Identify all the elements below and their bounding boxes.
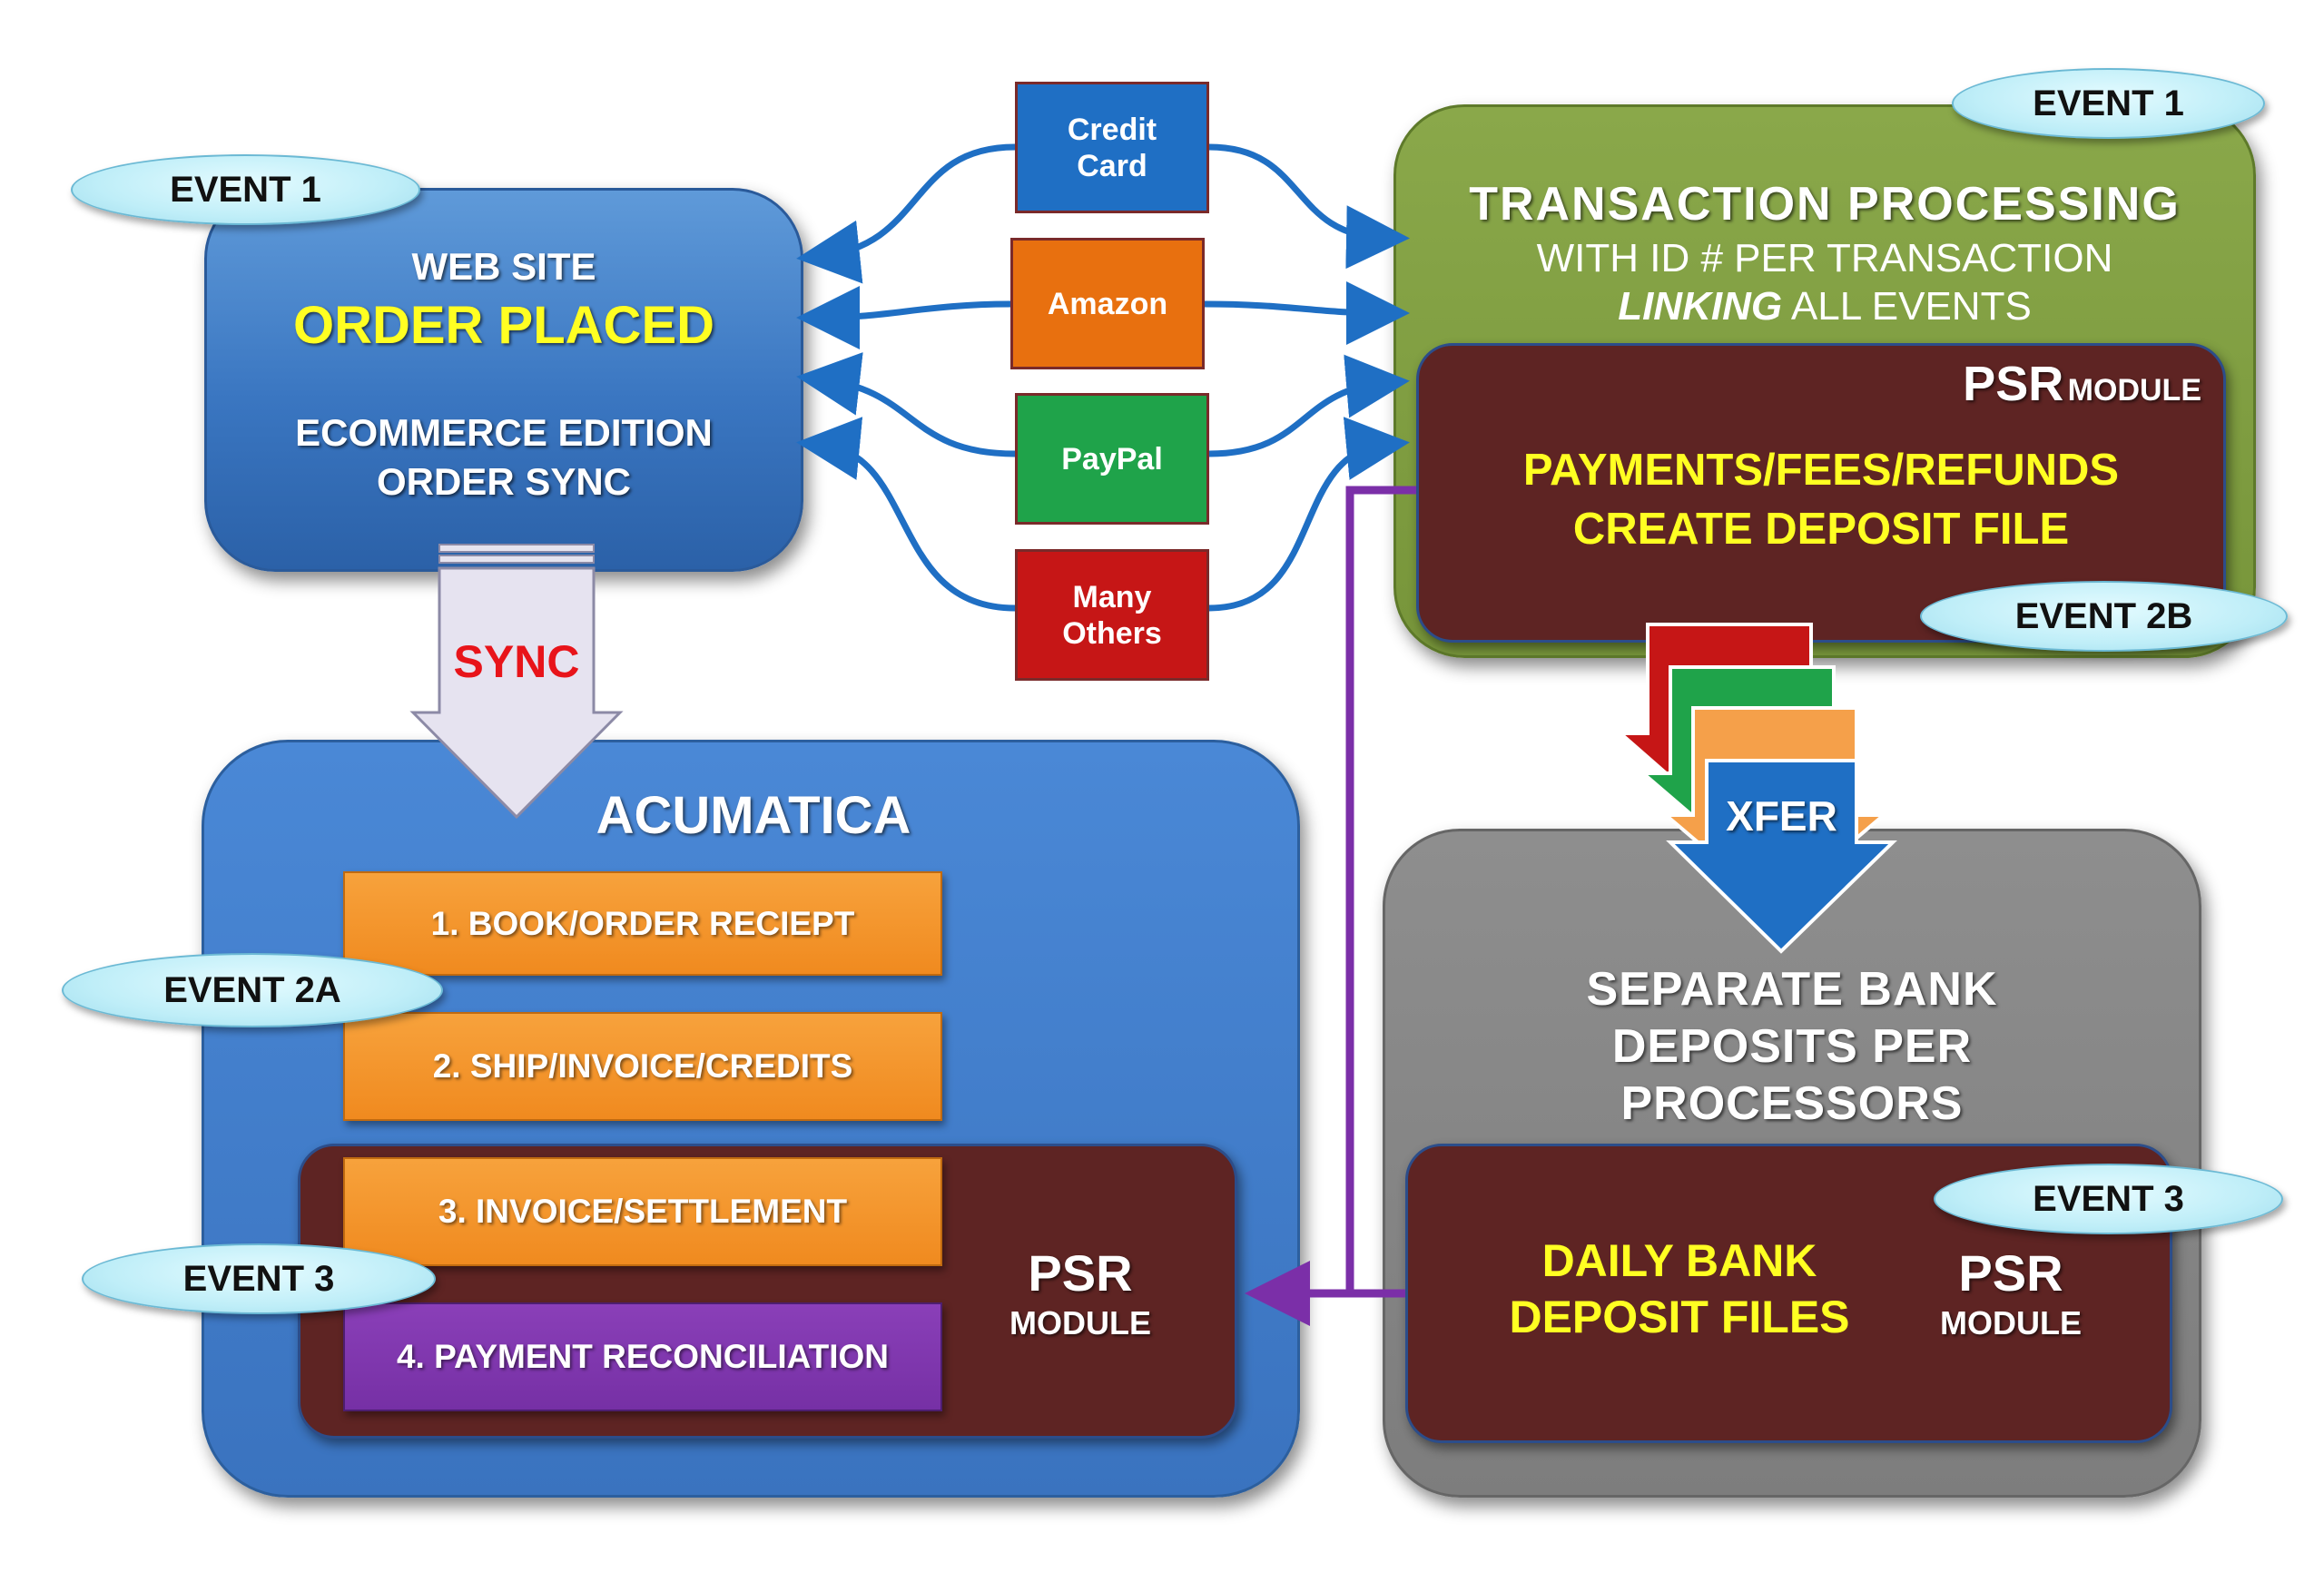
create-deposit-file-label: CREATE DEPOSIT FILE bbox=[1572, 505, 2070, 554]
acumatica-module-label: MODULE bbox=[1009, 1304, 1151, 1341]
amazon-label: Amazon bbox=[1047, 286, 1168, 321]
credit-card-label-1: Credit bbox=[1067, 112, 1157, 147]
transaction-subtitle-1: WITH ID # PER TRANSACTION bbox=[1536, 236, 2113, 280]
others-left-flow bbox=[796, 417, 1016, 612]
amazon-box: Amazon bbox=[1010, 238, 1205, 369]
web-site-label: WEB SITE bbox=[411, 245, 596, 288]
transaction-psr-heading: PSR MODULE bbox=[1902, 356, 2201, 412]
paypal-box: PayPal bbox=[1015, 393, 1209, 525]
event-3-acumatica: EVENT 3 bbox=[82, 1243, 436, 1314]
amazon-right-flow bbox=[1204, 280, 1410, 345]
acumatica-psr-label: PSR bbox=[1028, 1244, 1133, 1302]
step-ship-invoice-credits: 2. SHIP/INVOICE/CREDITS bbox=[343, 1012, 942, 1121]
step-payment-reconciliation: 4. PAYMENT RECONCILIATION bbox=[343, 1302, 942, 1411]
sync-label: SYNC bbox=[453, 636, 580, 687]
acumatica-title: ACUMATICA bbox=[596, 786, 911, 845]
event-1-web: EVENT 1 bbox=[71, 154, 420, 225]
deposit-files-label: DEPOSIT FILES bbox=[1509, 1292, 1850, 1342]
bank-module-label: MODULE bbox=[1940, 1304, 2082, 1341]
bank-title-1: SEPARATE BANK bbox=[1586, 963, 1998, 1016]
linking-emphasis: LINKING bbox=[1618, 284, 1783, 329]
many-others-label-2: Others bbox=[1062, 615, 1162, 651]
amazon-left-flow bbox=[796, 285, 1011, 349]
payments-fees-refunds-label: PAYMENTS/FEES/REFUNDS bbox=[1522, 446, 2120, 495]
transaction-subtitle-2: LINKING ALL EVENTS bbox=[1393, 284, 2256, 329]
xfer-arrow-stack bbox=[1615, 623, 1897, 954]
order-sync-label: ORDER SYNC bbox=[376, 460, 632, 503]
bank-title-2: DEPOSITS PER bbox=[1611, 1020, 1973, 1073]
paypal-left-flow bbox=[796, 352, 1016, 457]
credit-card-right-flow bbox=[1208, 143, 1410, 270]
credit-card-label-2: Card bbox=[1077, 148, 1147, 183]
xfer-label: XFER bbox=[1726, 792, 1837, 840]
step-invoice-settlement: 3. INVOICE/SETTLEMENT bbox=[343, 1157, 942, 1266]
paypal-right-flow bbox=[1208, 354, 1410, 457]
event-1-transaction: EVENT 1 bbox=[1952, 68, 2265, 139]
credit-card-left-flow bbox=[796, 143, 1016, 284]
step-book-order-receipt: 1. BOOK/ORDER RECIEPT bbox=[343, 871, 942, 976]
event-2b: EVENT 2B bbox=[1920, 581, 2288, 652]
bank-psr-label: PSR bbox=[1958, 1244, 2063, 1302]
transaction-psr-label: PSR bbox=[1963, 357, 2064, 411]
psr-connector-trans bbox=[1345, 486, 1416, 1293]
event-2a: EVENT 2A bbox=[62, 953, 443, 1027]
event-3-bank: EVENT 3 bbox=[1934, 1164, 2283, 1234]
transaction-title: TRANSACTION PROCESSING bbox=[1469, 178, 2181, 231]
others-right-flow bbox=[1208, 417, 1410, 612]
linking-rest: ALL EVENTS bbox=[1782, 284, 2032, 329]
ecommerce-edition-label: ECOMMERCE EDITION bbox=[295, 411, 713, 454]
sync-arrow bbox=[409, 544, 624, 820]
web-site-panel bbox=[204, 188, 803, 572]
daily-bank-label: DAILY BANK bbox=[1541, 1235, 1817, 1286]
many-others-label-1: Many bbox=[1072, 579, 1152, 614]
order-placed-label: ORDER PLACED bbox=[292, 296, 715, 355]
transaction-module-label: MODULE bbox=[2067, 373, 2201, 408]
bank-title-3: PROCESSORS bbox=[1620, 1077, 1964, 1130]
paypal-label: PayPal bbox=[1061, 441, 1163, 477]
